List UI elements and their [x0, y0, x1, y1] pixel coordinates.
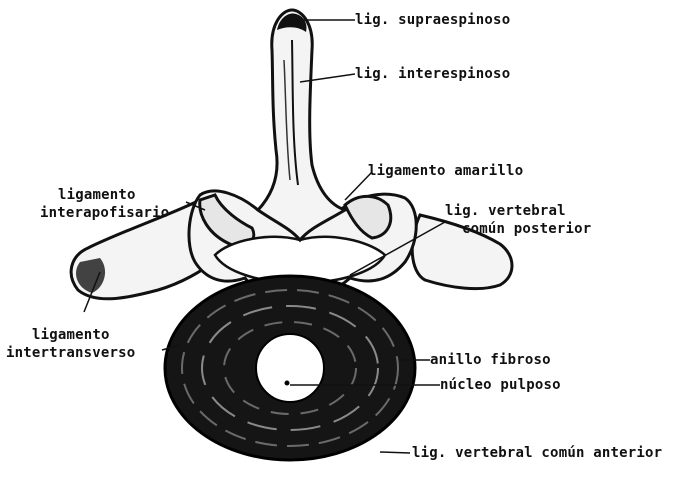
label-posterior-longitudinal-line2: común posterior: [462, 221, 591, 237]
label-interapophyseal-line2: interapofisario: [40, 205, 169, 221]
nucleus-pulposus: [256, 334, 324, 402]
label-interspinous-ligament: lig. interespinoso: [355, 66, 510, 82]
label-ligamentum-flavum: ligamento amarillo: [368, 163, 523, 179]
label-annulus-fibrosus: anillo fibroso: [430, 352, 551, 368]
spinous-process: [258, 10, 345, 240]
label-interapophyseal-line1: ligamento: [58, 187, 136, 203]
label-anterior-longitudinal-ligament: lig. vertebral común anterior: [412, 445, 662, 461]
label-posterior-longitudinal-line1: lig. vertebral: [445, 203, 566, 219]
label-intertransverse-line1: ligamento: [32, 327, 110, 343]
label-nucleus-pulposus: núcleo pulposo: [440, 377, 561, 393]
label-supraspinous-ligament: lig. supraespinoso: [355, 12, 510, 28]
label-intertransverse-line2: intertransverso: [6, 345, 135, 361]
